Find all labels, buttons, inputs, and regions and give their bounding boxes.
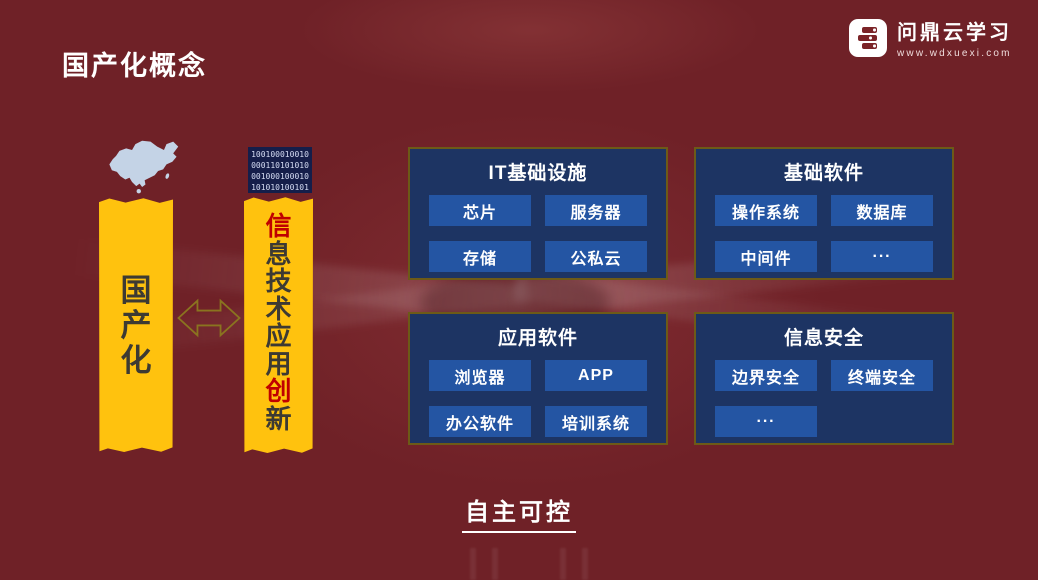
module-box-3: 信息安全 边界安全终端安全 ···	[694, 312, 954, 445]
footer-slogan: 自主可控	[0, 492, 1038, 533]
background-bar	[582, 548, 588, 580]
module-item: APP	[545, 360, 647, 391]
banner-char: 应	[265, 321, 292, 351]
module-box-1: 基础软件 操作系统数据库中间件 ···	[694, 147, 954, 280]
binary-row: 000110101010	[251, 161, 309, 170]
module-item: 办公软件	[429, 406, 531, 437]
banner-char: 信	[265, 211, 292, 241]
binary-row: 001000100010	[251, 172, 309, 181]
module-item: 终端安全	[831, 360, 933, 391]
background-bar	[492, 548, 498, 580]
module-item: 操作系统	[715, 195, 817, 226]
module-item: 服务器	[545, 195, 647, 226]
module-title: 应用软件	[497, 328, 578, 349]
module-items: 操作系统数据库中间件 ···	[696, 185, 952, 272]
brand-text: 问鼎云学习 www.wdxuexi.com	[897, 16, 1012, 59]
module-item: 公私云	[545, 241, 647, 272]
binary-code-block: 100100010010 000110101010 001000100010 1010…	[248, 147, 312, 193]
background-top-glow	[200, 0, 860, 120]
page-title: 国产化概念	[62, 51, 207, 81]
module-title: 基础软件	[783, 163, 864, 184]
china-map-icon	[109, 140, 179, 194]
banner-char: 新	[265, 403, 292, 434]
module-item: ···	[715, 406, 817, 437]
module-items: 边界安全终端安全 ···	[696, 350, 952, 437]
banner-char: 化	[120, 342, 152, 378]
banner-char: 国	[120, 272, 152, 308]
brand-name: 问鼎云学习	[897, 22, 1012, 44]
module-item: ···	[831, 241, 933, 272]
module-item: 边界安全	[715, 360, 817, 391]
background-bar	[470, 548, 476, 580]
footer-slogan-text: 自主可控	[462, 492, 576, 533]
banner-char: 产	[120, 307, 152, 343]
books-icon	[849, 18, 887, 57]
module-item: 浏览器	[429, 360, 531, 391]
module-item: 中间件	[715, 241, 817, 272]
module-item: 芯片	[429, 195, 531, 226]
module-box-0: IT基础设施 芯片服务器存储公私云	[408, 147, 668, 280]
module-items: 芯片服务器存储公私云	[410, 185, 666, 272]
banner-char: 用	[265, 348, 292, 379]
module-items: 浏览器 APP 办公软件培训系统	[410, 350, 666, 437]
banner-char: 创	[265, 376, 292, 406]
binary-row: 100100010010	[251, 150, 309, 159]
binary-row: 101010100101	[251, 183, 309, 192]
module-box-2: 应用软件 浏览器 APP 办公软件培训系统	[408, 312, 668, 445]
brand-url: www.wdxuexi.com	[897, 48, 1012, 59]
banner-char: 术	[265, 293, 292, 324]
banner-char: 息	[265, 238, 292, 269]
double-arrow-icon	[177, 298, 241, 338]
module-item: 存储	[429, 241, 531, 272]
module-title: 信息安全	[783, 328, 864, 349]
module-item: 数据库	[831, 195, 933, 226]
banner-it-innovation: 信息技术应用创新	[244, 197, 313, 453]
banner-char: 技	[265, 266, 292, 296]
brand-logo: 问鼎云学习 www.wdxuexi.com	[849, 16, 1012, 59]
module-title: IT基础设施	[488, 163, 588, 184]
module-item: 培训系统	[545, 406, 647, 437]
background-bar	[560, 548, 566, 580]
banner-domestic: 国产化	[99, 198, 173, 452]
